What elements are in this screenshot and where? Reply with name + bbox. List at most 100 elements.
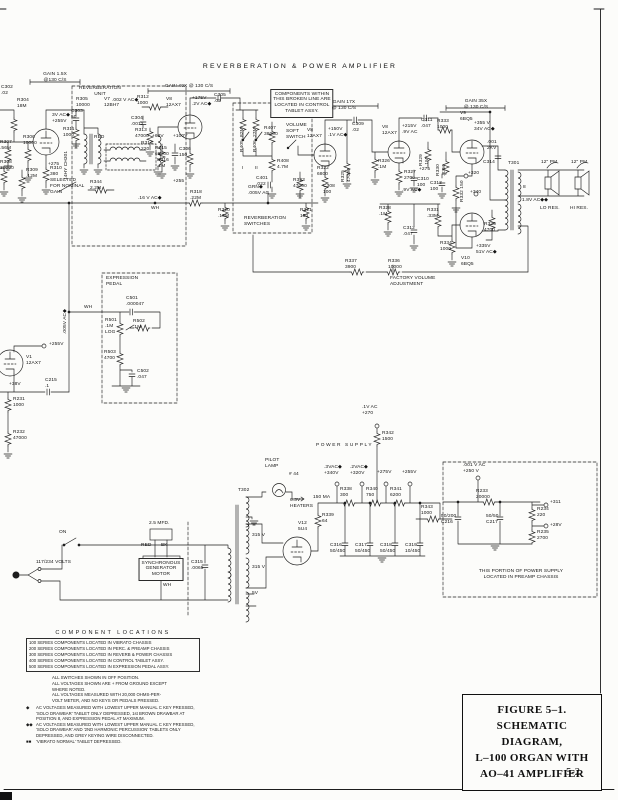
schematic-label: R335 4700 bbox=[484, 222, 496, 233]
schematic-label: ON bbox=[59, 530, 67, 535]
component-locations-flagged-notes: ◆AC VOLTAGES MEASURED WITH LOWEST UPPER … bbox=[26, 705, 200, 744]
schematic-label: 12" PM bbox=[541, 160, 558, 165]
schematic-label: R311 1000 bbox=[63, 127, 75, 138]
component-locations-title: COMPONENT LOCATIONS bbox=[55, 630, 171, 636]
page-number: 5-2 bbox=[566, 767, 580, 778]
schematic-label: GAIN 40X @ 130 C/S bbox=[164, 84, 214, 89]
schematic-label: R305 10000 bbox=[76, 97, 90, 108]
note-text: AC VOLTAGES MEASURED WITH LOWEST UPPER M… bbox=[36, 705, 195, 722]
note-line: ALL SWITCHES SHOWN IN OFF POSITION. bbox=[52, 675, 140, 681]
schematic-label: R310 380 bbox=[50, 166, 62, 177]
schematic-label: T301 bbox=[508, 161, 520, 166]
schematic-label: R321 150 bbox=[300, 208, 312, 219]
schematic-label: V10 6BQ5 bbox=[461, 256, 474, 267]
schematic-label: +175V .2V AC◆ bbox=[192, 96, 212, 107]
schematic-label: R313 47000 bbox=[135, 128, 149, 139]
schematic-label: C501 .000047 bbox=[126, 296, 145, 307]
component-locations-notes: ALL SWITCHES SHOWN IN OFF POSITION.ALL V… bbox=[52, 675, 170, 704]
schematic-label: +150V .1V AC◆ bbox=[328, 127, 348, 138]
schematic-label: R338 300 bbox=[340, 487, 352, 498]
schematic-label: R326 .1M bbox=[378, 159, 390, 170]
schematic-label: R232 47000 bbox=[13, 430, 27, 441]
schematic-label: R327 2700 bbox=[404, 170, 416, 181]
schematic-label: C215 .1 bbox=[45, 378, 57, 389]
schematic-label: R231 1000 bbox=[13, 397, 25, 408]
schematic-label: BK bbox=[161, 543, 168, 548]
schematic-label: C311 .047 bbox=[421, 118, 433, 129]
schematic-label: 14HY CH301 bbox=[64, 150, 69, 180]
schematic-label: .2VAC◆ +320V bbox=[350, 465, 368, 476]
schematic-label: 3V AC◆ +255V bbox=[52, 113, 70, 124]
schematic-label: .3VAC◆ +340V bbox=[324, 465, 342, 476]
schematic-label: .9V AC◆ bbox=[402, 188, 422, 193]
schematic-label: V9 6BQ5 bbox=[460, 111, 473, 122]
schematic-label: FACTORY VOLUME ADJUSTMENT bbox=[390, 276, 436, 287]
schematic-label: # 44 bbox=[289, 472, 299, 477]
schematic-label: R235 2700 bbox=[537, 530, 549, 541]
schematic-label: WH bbox=[163, 583, 172, 588]
schematic-label: SELECTED FOR NOMINAL GAIN bbox=[50, 178, 85, 195]
schematic-label: C302 .02 bbox=[1, 85, 13, 96]
schematic-label: +355 V 34V AC◆ bbox=[474, 121, 495, 132]
schematic-label: +275 bbox=[419, 167, 431, 172]
schematic-label: +68V bbox=[152, 134, 164, 139]
schematic-label: C303 50 bbox=[71, 109, 83, 120]
figure-line: L–100 ORGAN WITH bbox=[475, 751, 589, 764]
schematic-label: R323 47000 bbox=[293, 178, 307, 189]
schematic-label: V8 12AX7 bbox=[307, 128, 322, 139]
schematic-label: +38V bbox=[9, 382, 21, 387]
schematic-label: R322 6800 bbox=[317, 166, 329, 177]
schematic-label: C312 .047 bbox=[403, 226, 415, 237]
figure-line: AO–41 AMPLIFIER bbox=[479, 767, 585, 780]
component-location-row: 100 SERIES COMPONENTS LOCATED IN VIBRATO… bbox=[29, 640, 152, 645]
note-line: ALL VOLTAGES MEASURED WITH 20,000 OHMS-P… bbox=[52, 692, 162, 704]
schematic-label: R333 1000 bbox=[437, 119, 449, 130]
figure-line: SCHEMATIC DIAGRAM, bbox=[496, 719, 568, 748]
component-location-row: 500 SERIES COMPONENTS LOCATED IN EXPRESS… bbox=[29, 664, 170, 670]
schematic-label: 6.3V HEATERS bbox=[290, 498, 314, 509]
schematic-label: +100V bbox=[173, 134, 188, 139]
schematic-label: V8 12AX7 bbox=[382, 125, 397, 136]
schematic-label: R405-.82M bbox=[240, 127, 245, 152]
flagged-note: ■■'VIBRATO NORMAL' TABLET DEPRESSED. bbox=[26, 739, 200, 745]
schematic-label: REVERBERATION UNIT bbox=[79, 86, 121, 97]
schematic-label: R309 .12M bbox=[26, 168, 38, 179]
note-line: ALL VOLTAGES SHOWN ARE + FROM GROUND EXC… bbox=[52, 680, 167, 692]
schematic-label: PILOT LAMP bbox=[265, 458, 280, 469]
schematic-label: +320 bbox=[468, 171, 480, 176]
schematic-label: +255 bbox=[173, 179, 185, 184]
schematic-label: C305 .02 bbox=[214, 93, 226, 104]
schematic-label: C315 .0065 bbox=[191, 560, 204, 571]
schematic-label: R343 1000 bbox=[421, 505, 433, 516]
schematic-label: R340 750 bbox=[366, 487, 378, 498]
schematic-label: R342 1500 bbox=[382, 431, 394, 442]
schematic-label: WH bbox=[84, 305, 93, 310]
schematic-label: R336 10000 bbox=[388, 259, 402, 270]
schematic-label: +275 bbox=[48, 162, 60, 167]
schematic-label: THIS PORTION OF POWER SUPPLY LOCATED IN … bbox=[478, 569, 564, 580]
schematic-label: C319 10/450 bbox=[405, 543, 421, 554]
schematic-label: .005V AC◆ bbox=[63, 309, 68, 334]
component-location-row: 400 SERIES COMPONENTS LOCATED IN CONTROL… bbox=[29, 658, 164, 664]
note-text: AC VOLTAGES MEASURED WITH LOWEST UPPER M… bbox=[36, 721, 195, 738]
schematic-label: C502 .047 bbox=[137, 369, 149, 380]
schematic-label: V8 12AX7 bbox=[166, 97, 181, 108]
schematic-label: C313 100 bbox=[430, 181, 442, 192]
schematic-label: +255V bbox=[49, 342, 64, 347]
schematic-label: R341 6200 bbox=[390, 487, 402, 498]
schematic-label: RED bbox=[94, 135, 105, 140]
page-title: REVERBERATION & POWER AMPLIFIER bbox=[202, 63, 398, 70]
schematic-label: 2.5 MFD. bbox=[149, 521, 170, 526]
schematic-label: C314 bbox=[483, 160, 495, 165]
schematic-label: R307 .56M bbox=[0, 140, 12, 151]
schematic-label: R339 64 bbox=[322, 513, 334, 524]
schematic-label: GAIN 35X @ 130 C/S bbox=[463, 99, 489, 110]
schematic-label: II bbox=[255, 166, 258, 171]
schematic-label: C318 50/450 bbox=[380, 543, 396, 554]
schematic-label: R408 4.7M bbox=[277, 159, 289, 170]
schematic-label: R344 2.2M bbox=[90, 180, 102, 191]
page-corner-mark bbox=[0, 792, 12, 800]
schematic-label: .16 V AC◆ bbox=[138, 196, 162, 201]
